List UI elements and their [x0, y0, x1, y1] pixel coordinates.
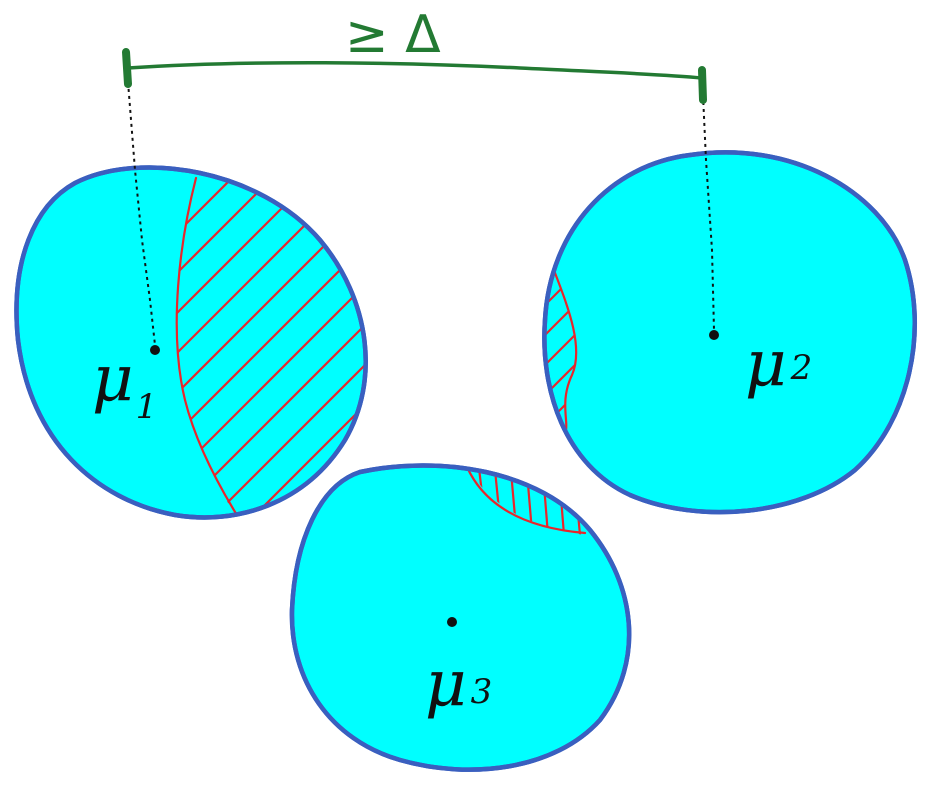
cluster-1-center: [150, 345, 160, 355]
cluster-3-outline: [289, 463, 632, 772]
cluster-1-label: μ1: [92, 342, 157, 427]
cluster-3-center: [447, 617, 457, 627]
separation-left-tick: [122, 48, 132, 88]
cluster-3-region: [289, 463, 632, 772]
separation-right-tick: [698, 66, 707, 104]
cluster-1-projection-line: [127, 81, 156, 346]
cluster-1: μ1: [14, 165, 368, 520]
cluster-2-outline: [542, 150, 917, 515]
cluster-1-outline: [14, 165, 368, 520]
separation-line: [126, 60, 704, 80]
separation-bracket: ≥ Δ: [122, 5, 707, 104]
cluster-2-region: [542, 150, 917, 515]
cluster-1-hatched-region: [175, 170, 366, 518]
cluster-2-center: [709, 330, 719, 340]
separation-label: ≥ Δ: [345, 5, 441, 65]
